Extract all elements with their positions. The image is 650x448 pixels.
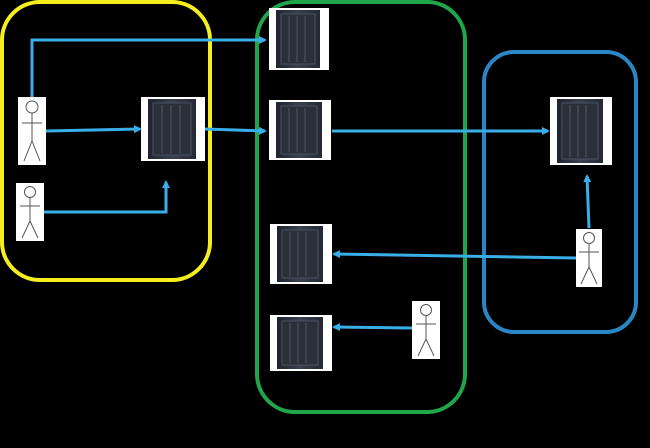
server-rack-icon bbox=[141, 97, 205, 161]
person-icon bbox=[412, 301, 440, 359]
person-icon bbox=[16, 183, 44, 241]
server-rack-icon bbox=[269, 100, 331, 160]
arrow-pl2-to-l1 bbox=[44, 180, 170, 214]
server-rack-icon bbox=[270, 224, 332, 284]
person-icon bbox=[18, 97, 46, 165]
arrow-pl1-to-l1 bbox=[45, 125, 142, 134]
connections bbox=[30, 36, 592, 332]
arrow-pr1-to-m3 bbox=[332, 250, 577, 260]
server-rack-icon bbox=[270, 315, 332, 371]
zones bbox=[0, 0, 638, 414]
arrow-pm1-to-m4 bbox=[332, 323, 413, 332]
zone-left bbox=[0, 0, 212, 282]
arrow-pl1-to-m1 bbox=[30, 36, 267, 100]
zone-right bbox=[482, 50, 638, 334]
servers bbox=[141, 8, 612, 371]
arrow-pr1-to-r1 bbox=[583, 174, 592, 229]
persons bbox=[16, 97, 602, 359]
arrow-l1-to-m2 bbox=[203, 126, 267, 135]
zone-middle bbox=[255, 0, 467, 414]
server-rack-icon bbox=[269, 8, 329, 70]
server-rack-icon bbox=[550, 97, 612, 165]
person-icon bbox=[576, 229, 602, 287]
